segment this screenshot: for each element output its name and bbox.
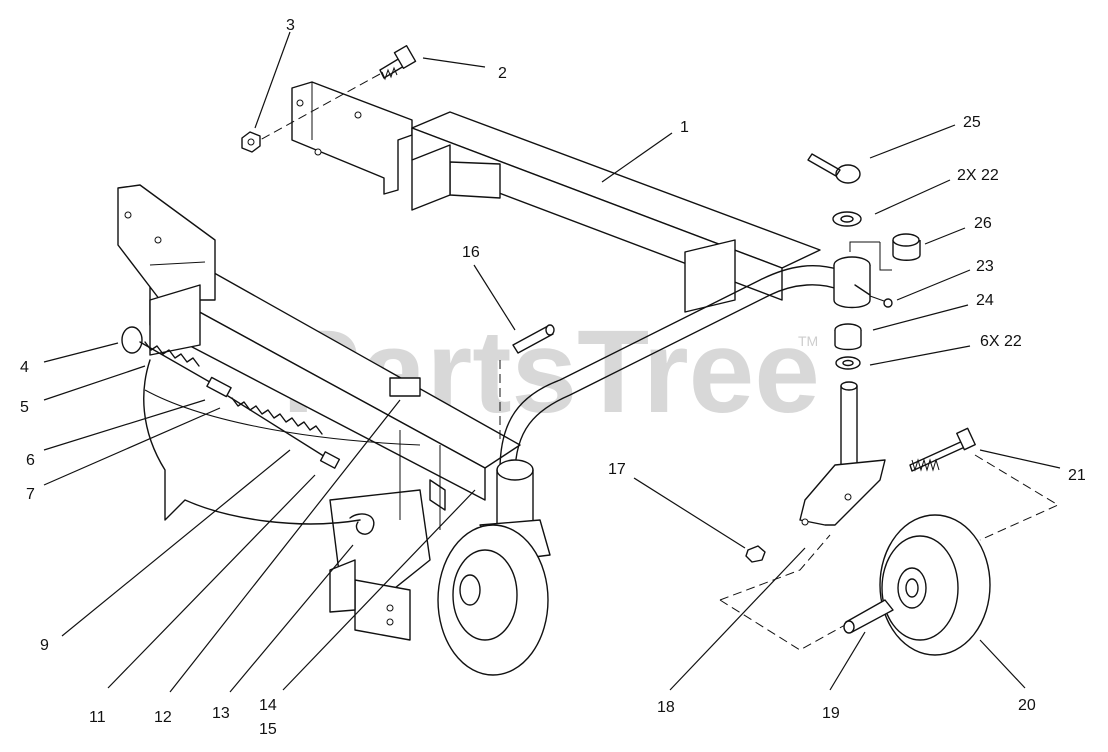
callout-21: 21: [1068, 467, 1086, 484]
caster-spindle-stack: [807, 153, 921, 466]
callout-26: 26: [974, 215, 992, 232]
callout-14: 14: [259, 697, 277, 714]
callout-20: 20: [1018, 697, 1036, 714]
callout-19: 19: [822, 705, 840, 722]
callout-18: 18: [657, 699, 675, 716]
height-adjust-rod: [121, 326, 421, 469]
callout-1: 1: [680, 119, 689, 136]
callout-4: 4: [20, 359, 29, 376]
callout-2: 2: [498, 65, 507, 82]
bolt-and-nut-2-3: [241, 45, 417, 153]
watermark-trademark: TM: [798, 333, 818, 349]
callout-6: 6: [26, 452, 35, 469]
right-caster-fork-wheel: [719, 427, 1060, 656]
callout-23: 23: [976, 258, 994, 275]
mower-deck-shell: [143, 359, 431, 641]
callout-17: 17: [608, 461, 626, 478]
callout-12: 12: [154, 709, 172, 726]
leader-lines: [43, 31, 1061, 693]
left-caster-wheel: [437, 459, 551, 676]
callout-5: 5: [20, 399, 29, 416]
height-clip-pins: [349, 479, 446, 535]
callout-25: 25: [963, 114, 981, 131]
pin-16: [499, 324, 555, 440]
callout-16: 16: [462, 244, 480, 261]
callout-11: 11: [89, 709, 106, 726]
callout-labels: 3 2 1 4 5 6 7 9 11 12 13 14 15 16 17 18 …: [20, 17, 1086, 738]
rear-mount-bracket: [291, 81, 413, 195]
callout-15: 15: [259, 721, 277, 738]
callout-9: 9: [40, 637, 49, 654]
callout-24: 24: [976, 292, 994, 309]
callout-6x22: 6X 22: [980, 333, 1022, 350]
deck-frame: [117, 111, 841, 530]
callout-7: 7: [26, 486, 35, 503]
callout-3: 3: [286, 17, 295, 34]
callout-13: 13: [212, 705, 230, 722]
callout-2x22: 2X 22: [957, 167, 999, 184]
